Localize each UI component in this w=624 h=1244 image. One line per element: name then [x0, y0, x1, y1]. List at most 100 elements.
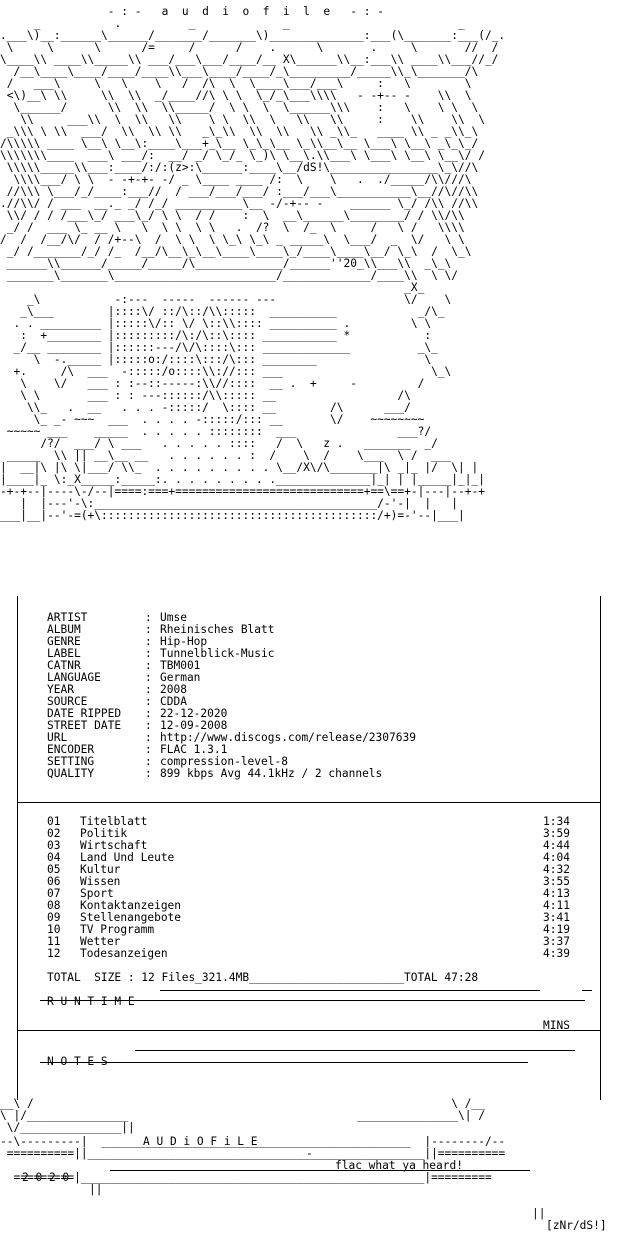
info-label: SOURCE	[47, 695, 88, 708]
info-label: LABEL	[47, 647, 81, 660]
runtime-row: R U N T I M E MINS	[0, 984, 624, 1032]
info-value: 2008	[160, 683, 187, 696]
footer-frame: __\ / \ /__ \ |/_______________ ________…	[0, 1097, 624, 1232]
total-size-row: TOTAL SIZE : 12 Files_321.4MB___________…	[0, 972, 624, 984]
info-row: DATE RIPPED:22-12-2020	[47, 707, 228, 720]
track-row: 10 TV Programm 4:19	[0, 924, 624, 936]
info-label: ENCODER	[47, 743, 95, 756]
info-value: 22-12-2020	[160, 707, 228, 720]
frame-right-border	[600, 596, 601, 1100]
title-text: - : - a u d i o f i l e - : -	[107, 6, 384, 18]
track-number: 10	[47, 923, 61, 936]
track-number: 02	[47, 827, 61, 840]
track-title: Todesanzeigen	[80, 947, 168, 960]
track-row: 08 Kontaktanzeigen 4:11	[0, 900, 624, 912]
track-number: 07	[47, 887, 61, 900]
ascii-art-body: _ . _ _ _ .___\)__:______\______/_______…	[0, 17, 506, 522]
info-value: Rheinisches Blatt	[160, 623, 275, 636]
release-info-block: ARTIST:Umse ALBUM:Rheinisches Blatt GENR…	[0, 612, 624, 780]
track-row: 02 Politik 3:59	[0, 828, 624, 840]
ascii-title-line: - : - a u d i o f i l e - : -	[0, 6, 624, 18]
tagline-text: flac what ya heard!	[335, 1159, 463, 1172]
notes-underline	[40, 1062, 528, 1063]
info-row: URL:http://www.discogs.com/release/23076…	[47, 731, 416, 744]
info-value: 12-09-2008	[160, 719, 228, 732]
info-row: ARTIST:Umse	[47, 611, 187, 624]
info-label: SETTING	[47, 755, 95, 768]
track-length: 4:13	[543, 887, 570, 900]
track-title: Stellenangebote	[80, 911, 182, 924]
info-value-url: http://www.discogs.com/release/2307639	[160, 731, 416, 744]
info-value: Umse	[160, 611, 187, 624]
info-label: GENRE	[47, 635, 81, 648]
track-length: 3:59	[543, 827, 570, 840]
info-value: Tunnelblick-Music	[160, 647, 275, 660]
brand-text: A U D i O F i L E	[143, 1135, 258, 1148]
info-row: YEAR:2008	[47, 683, 187, 696]
info-value: compression-level-8	[160, 755, 288, 768]
info-value: 899 kbps Avg 44.1kHz / 2 channels	[160, 767, 383, 780]
info-label: STREET DATE	[47, 719, 122, 732]
track-row: 03 Wirtschaft 4:44	[0, 840, 624, 852]
track-title: Kontaktanzeigen	[80, 899, 182, 912]
track-length: 3:41	[543, 911, 570, 924]
track-row: 01 Titelblatt 1:34	[0, 816, 624, 828]
track-length: 4:32	[543, 863, 570, 876]
track-length: 4:19	[543, 923, 570, 936]
info-label: YEAR	[47, 683, 74, 696]
track-title: Wirtschaft	[80, 839, 148, 852]
info-label: DATE RIPPED	[47, 707, 122, 720]
notes-row: N O T E S	[0, 1044, 624, 1068]
info-row: LABEL:Tunnelblick-Music	[47, 647, 275, 660]
track-number: 08	[47, 899, 61, 912]
track-title: Wissen	[80, 875, 121, 888]
tracklist: 01 Titelblatt 1:34 02 Politik 3:59 03 Wirtsch…	[0, 816, 624, 960]
info-label: LANGUAGE	[47, 671, 101, 684]
track-title: Kultur	[80, 863, 121, 876]
runtime-rule	[160, 990, 540, 991]
track-length: 1:34	[543, 815, 570, 828]
track-title: Titelblatt	[80, 815, 148, 828]
track-number: 04	[47, 851, 61, 864]
track-title: Politik	[80, 827, 128, 840]
info-row: CATNR:TBM001	[47, 659, 201, 672]
section-divider	[17, 802, 600, 803]
track-row: 06 Wissen 3:55	[0, 876, 624, 888]
track-row: 09 Stellenangebote 3:41	[0, 912, 624, 924]
info-value: German	[160, 671, 201, 684]
track-length: 4:44	[543, 839, 570, 852]
footer-art-lower: --\---------| __________________________…	[0, 1135, 506, 1160]
info-row: ENCODER:FLAC 1.3.1	[47, 743, 228, 756]
crew-text: [zNr/dS!]	[546, 1219, 607, 1232]
track-length: 3:55	[543, 875, 570, 888]
runtime-label: R U N T I M E	[47, 995, 135, 1008]
footer-banner: A U D i O F i L E - flac what ya heard!	[0, 1124, 624, 1172]
track-length: 3:37	[543, 935, 570, 948]
track-length: 4:39	[543, 947, 570, 960]
info-label: URL	[47, 731, 68, 744]
track-number: 09	[47, 911, 61, 924]
track-number: 01	[47, 815, 61, 828]
footer-credits: 2 0 2 0 || || [zNr/dS!]	[22, 1170, 607, 1232]
track-number: 11	[47, 935, 61, 948]
info-value: TBM001	[160, 659, 201, 672]
info-row: GENRE:Hip-Hop	[47, 635, 208, 648]
info-row: QUALITY:899 kbps Avg 44.1kHz / 2 channel…	[47, 767, 383, 780]
footer-rule	[110, 1170, 530, 1171]
info-row: SETTING:compression-level-8	[47, 755, 288, 768]
info-label: ARTIST	[47, 611, 88, 624]
track-title: TV Programm	[80, 923, 155, 936]
footer-art: __\ / \ /__ \ |/_______________ ________…	[0, 1097, 485, 1134]
track-number: 06	[47, 875, 61, 888]
year-text: 2 0 2 0	[22, 1171, 70, 1184]
track-length: 4:04	[543, 851, 570, 864]
track-number: 03	[47, 839, 61, 852]
info-label: QUALITY	[47, 767, 95, 780]
track-length: 4:11	[543, 899, 570, 912]
runtime-underline	[40, 1000, 585, 1001]
track-number: 05	[47, 863, 61, 876]
